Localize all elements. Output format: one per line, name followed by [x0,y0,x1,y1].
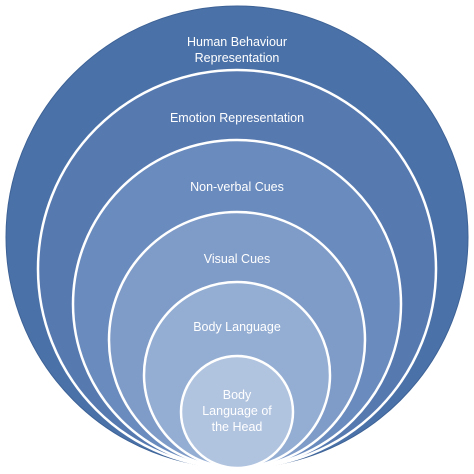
label-emotion-representation-line: Emotion Representation [170,111,304,125]
label-body-language-line: Body Language [193,320,281,334]
label-visual-cues-line: Visual Cues [204,252,270,266]
circle-body-language-of-the-head [179,354,295,470]
label-body-language: Body Language [193,320,281,334]
label-human-behaviour-representation-line: Human Behaviour [187,35,287,49]
label-non-verbal-cues: Non-verbal Cues [190,180,284,194]
label-human-behaviour-representation-line: Representation [195,51,280,65]
label-body-language-of-the-head-line: Body [223,388,252,402]
label-visual-cues: Visual Cues [204,252,270,266]
label-emotion-representation: Emotion Representation [170,111,304,125]
label-body-language-of-the-head-line: the Head [212,420,263,434]
label-body-language-of-the-head-line: Language of [202,404,272,418]
label-non-verbal-cues-line: Non-verbal Cues [190,180,284,194]
